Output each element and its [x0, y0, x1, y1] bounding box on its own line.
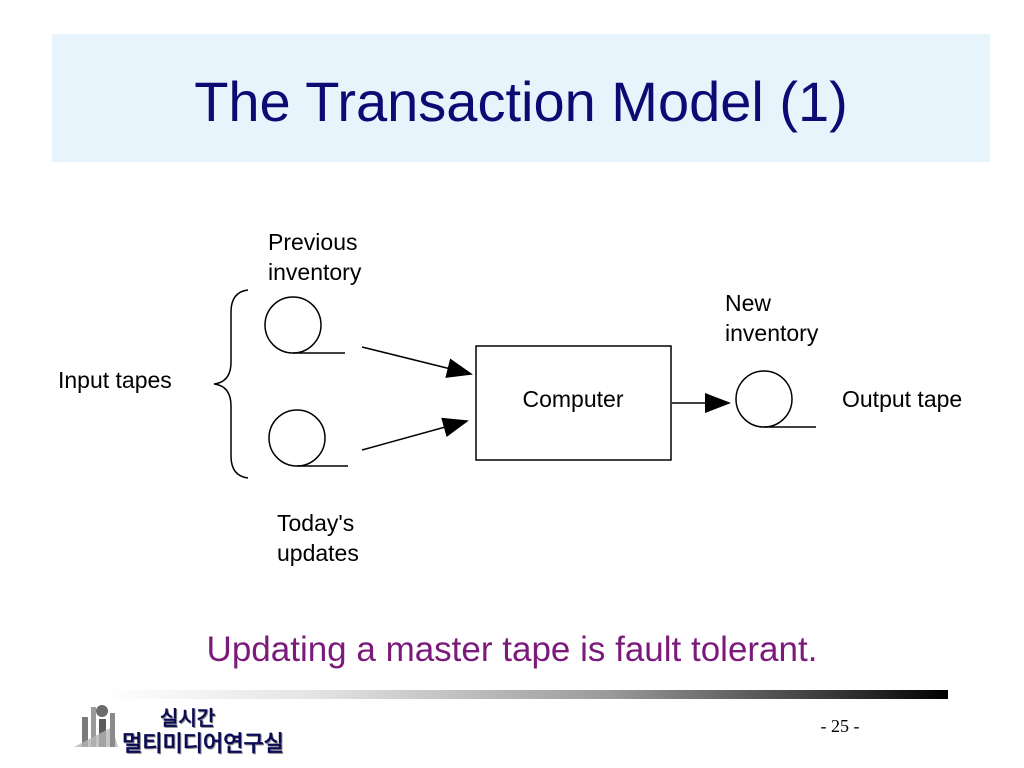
- slide-title: The Transaction Model (1): [194, 69, 848, 133]
- tape-reel-icon: [264, 296, 345, 354]
- footer-gradient-bar: [102, 690, 948, 699]
- label-new-line2: inventory: [725, 320, 819, 346]
- label-previous-line1: Previous: [268, 229, 357, 255]
- computer-box: [475, 345, 672, 461]
- label-previous-line2: inventory: [268, 259, 362, 285]
- tape-reel-icon: [735, 370, 816, 428]
- title-box: The Transaction Model (1): [52, 34, 990, 162]
- label-input-tapes: Input tapes: [58, 367, 172, 393]
- label-todays-line1: Today's: [277, 510, 354, 536]
- logo-text-line1: 실시간: [160, 708, 216, 730]
- label-todays-line2: updates: [277, 540, 359, 566]
- label-output-tape: Output tape: [842, 386, 962, 412]
- arrow-icon: [361, 346, 473, 378]
- computer-label: Computer: [523, 386, 624, 412]
- slide-caption: Updating a master tape is fault tolerant…: [206, 630, 818, 669]
- arrow-icon: [361, 417, 469, 451]
- logo-text-line2: 멀티미디어연구실: [122, 731, 284, 756]
- brace-icon: [213, 289, 249, 479]
- page-number: - 25 -: [820, 716, 860, 736]
- tape-reel-icon: [268, 409, 348, 467]
- label-new-line1: New: [725, 290, 771, 316]
- lab-logo-icon: [74, 705, 118, 747]
